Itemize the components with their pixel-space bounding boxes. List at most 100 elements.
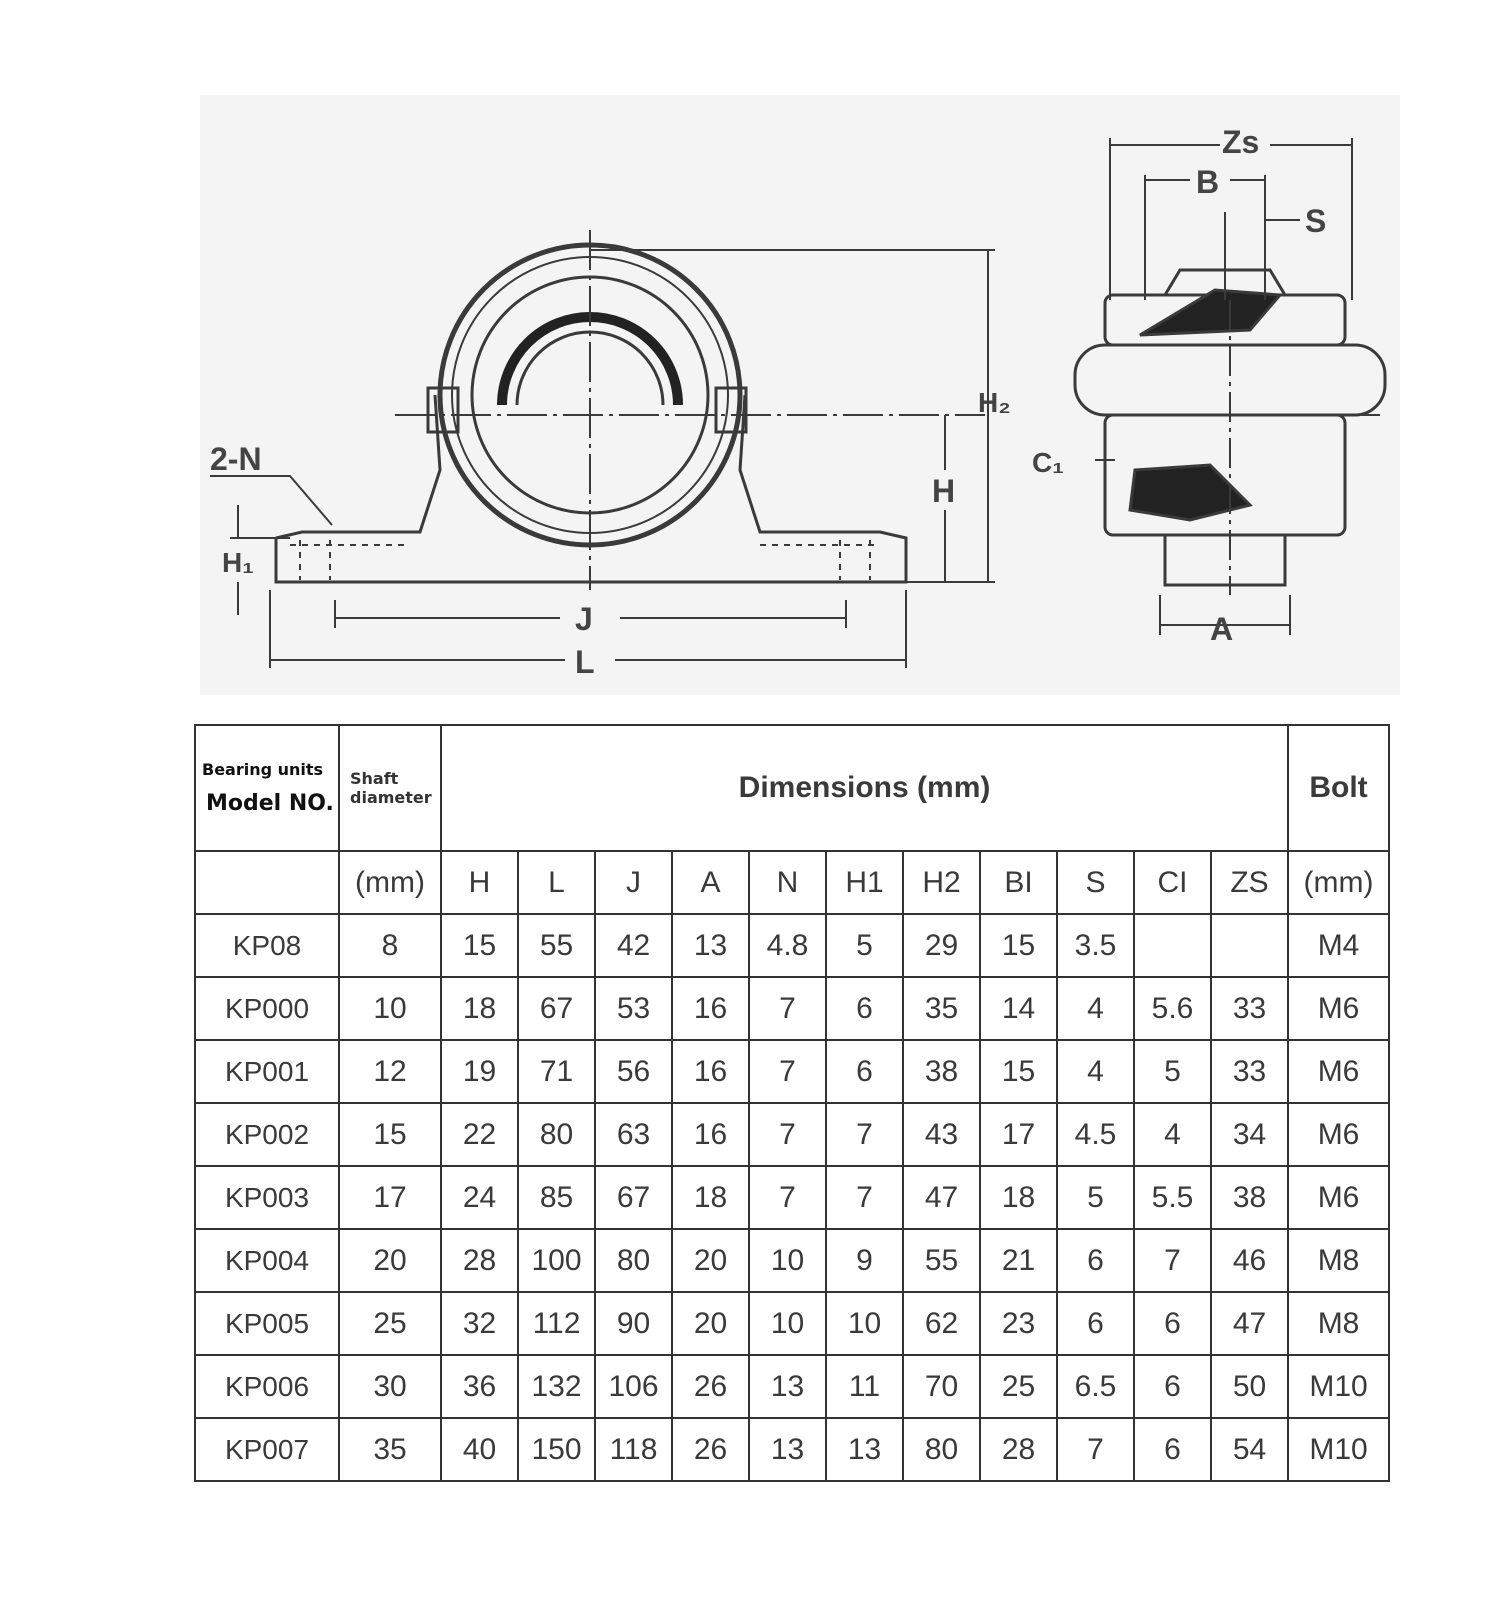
table-cell: 100 [517, 1228, 596, 1293]
model-cell: KP002 [194, 1102, 340, 1167]
table-cell: 16 [671, 1102, 750, 1167]
table-cell: 36 [440, 1354, 519, 1419]
table-cell: 35 [338, 1417, 442, 1482]
table-cell: 15 [338, 1102, 442, 1167]
table-cell: 20 [338, 1228, 442, 1293]
label-c1: C₁ [1032, 447, 1064, 478]
table-cell: 13 [748, 1354, 827, 1419]
label-a: A [1210, 611, 1233, 647]
table-cell: 42 [594, 913, 673, 978]
subheader-cell: CI [1133, 850, 1212, 915]
table-cell [1209, 913, 1290, 978]
table-cell: 20 [671, 1228, 750, 1293]
subheader-cell: H2 [902, 850, 981, 915]
table-cell: 5.5 [1133, 1165, 1212, 1230]
table-cell: 7 [825, 1165, 904, 1230]
table-cell: 7 [825, 1102, 904, 1167]
table-cell: 43 [902, 1102, 981, 1167]
table-cell: 15 [979, 1039, 1058, 1104]
table-header-row: Bearing units Model NO. Shaft diameter D… [194, 724, 1391, 852]
table-cell: 6 [1056, 1228, 1135, 1293]
model-cell: KP005 [194, 1291, 340, 1356]
table-cell: M8 [1287, 1291, 1391, 1356]
side-view [1073, 138, 1387, 635]
table-cell: 4 [1056, 1039, 1135, 1104]
table-cell: 13 [825, 1417, 904, 1482]
model-header-cell: Bearing units Model NO. [194, 724, 340, 852]
table-cell: 15 [440, 913, 519, 978]
table-cell: 17 [338, 1165, 442, 1230]
model-cell: KP08 [194, 913, 340, 978]
table-cell: 12 [338, 1039, 442, 1104]
table-cell: M6 [1287, 1039, 1391, 1104]
table-cell: M6 [1287, 1165, 1391, 1230]
bolt-header-cell: Bolt [1287, 724, 1391, 852]
table-cell: 26 [671, 1417, 750, 1482]
table-cell: 47 [902, 1165, 981, 1230]
table-cell: 4.5 [1056, 1102, 1135, 1167]
table-cell: 34 [1209, 1102, 1290, 1167]
label-j: J [575, 601, 593, 637]
model-cell: KP004 [194, 1228, 340, 1293]
table-cell: 18 [671, 1165, 750, 1230]
table-cell: 62 [902, 1291, 981, 1356]
table-cell: 7 [748, 1165, 827, 1230]
table-cell: 29 [902, 913, 981, 978]
subheader-cell: A [671, 850, 750, 915]
table-cell: 26 [671, 1354, 750, 1419]
table-cell: 6.5 [1056, 1354, 1135, 1419]
model-no-label: Model NO. [206, 791, 334, 816]
label-l: L [575, 644, 595, 680]
table-cell: 10 [748, 1228, 827, 1293]
table-cell: 118 [594, 1417, 673, 1482]
table-cell: 46 [1209, 1228, 1290, 1293]
table-cell: M8 [1287, 1228, 1391, 1293]
table-cell: M6 [1287, 976, 1391, 1041]
table-cell: 6 [1133, 1417, 1212, 1482]
table-cell: 7 [1056, 1417, 1135, 1482]
table-cell: 70 [902, 1354, 981, 1419]
subheader-cell: ZS [1209, 850, 1290, 915]
label-s: S [1305, 203, 1326, 239]
table-cell: 150 [517, 1417, 596, 1482]
table-cell: 112 [517, 1291, 596, 1356]
table-cell: 7 [1133, 1228, 1212, 1293]
table-cell: 10 [338, 976, 442, 1041]
table-cell: 5 [1056, 1165, 1135, 1230]
table-cell: 71 [517, 1039, 596, 1104]
table-cell: 7 [748, 1102, 827, 1167]
table-cell: 22 [440, 1102, 519, 1167]
table-cell: 24 [440, 1165, 519, 1230]
model-cell: KP000 [194, 976, 340, 1041]
table-cell: 18 [440, 976, 519, 1041]
dimensions-header-cell: Dimensions (mm) [439, 724, 1290, 852]
table-cell: 19 [440, 1039, 519, 1104]
model-cell: KP001 [194, 1039, 340, 1104]
table-cell: 55 [517, 913, 596, 978]
table-cell: 38 [902, 1039, 981, 1104]
model-cell: KP006 [194, 1354, 340, 1419]
subheader-cell: H1 [825, 850, 904, 915]
table-cell: 5.6 [1133, 976, 1212, 1041]
table-cell: 9 [825, 1228, 904, 1293]
table-cell: 106 [594, 1354, 673, 1419]
table-cell: 85 [517, 1165, 596, 1230]
table-cell: 80 [902, 1417, 981, 1482]
table-cell: 53 [594, 976, 673, 1041]
subheader-cell: (mm) [338, 850, 442, 915]
table-cell: 6 [825, 1039, 904, 1104]
subheader-cell: (mm) [1287, 850, 1391, 915]
table-cell: 5 [825, 913, 904, 978]
table-cell: 6 [1133, 1354, 1212, 1419]
label-h2: H₂ [978, 387, 1011, 418]
subheader-cell: H [440, 850, 519, 915]
front-view [210, 230, 995, 668]
table-cell: 4 [1133, 1102, 1212, 1167]
table-cell: 16 [671, 976, 750, 1041]
table-cell: 90 [594, 1291, 673, 1356]
